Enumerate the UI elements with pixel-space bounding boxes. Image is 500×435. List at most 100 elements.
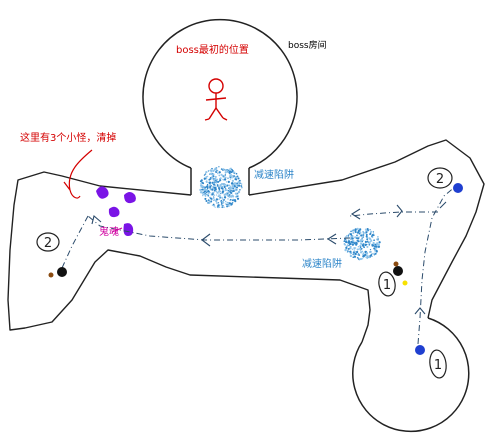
trap-speck — [220, 204, 223, 206]
trap-speck — [369, 240, 372, 243]
trap-speck — [231, 169, 234, 173]
trap-speck — [369, 248, 372, 251]
trap-speck — [213, 183, 215, 186]
monster-icon — [124, 192, 136, 204]
trap-speck — [347, 236, 349, 238]
trap-speck — [228, 169, 230, 172]
trap-speck — [374, 249, 377, 252]
trap-speck — [357, 237, 360, 240]
trap-speck — [360, 234, 363, 237]
trap-speck — [351, 239, 354, 242]
trap-speck — [221, 191, 224, 194]
black-dot-left — [57, 267, 67, 277]
trap-speck — [200, 182, 202, 185]
trap-speck — [235, 178, 238, 181]
trap-speck — [365, 251, 369, 255]
corridor-inner-line — [82, 208, 338, 220]
trap-speck — [358, 254, 361, 256]
trap-speck — [224, 193, 227, 196]
trap-speck — [368, 241, 371, 245]
trap-speck — [349, 245, 352, 248]
trap-speck — [238, 179, 241, 182]
trap-speck — [213, 199, 216, 201]
trap-speck — [211, 188, 214, 191]
trap-speck — [212, 169, 215, 173]
trap-speck — [217, 190, 221, 193]
trap-speck — [347, 240, 351, 243]
trap-speck — [226, 169, 228, 172]
boss-room-outline — [142, 19, 298, 169]
trap-speck — [216, 169, 218, 171]
trap-speck — [358, 236, 360, 238]
trap-speck — [352, 228, 355, 231]
trap-speck — [344, 248, 347, 252]
trap-speck — [357, 240, 360, 243]
trap-speck — [214, 180, 216, 183]
trap-speck — [368, 243, 371, 246]
movement-path — [61, 185, 457, 345]
trap-speck — [228, 202, 231, 205]
trap-speck — [220, 203, 223, 205]
trap-speck — [209, 184, 212, 186]
trap-speck — [364, 244, 367, 247]
trap-speck — [212, 191, 215, 194]
trap-speck — [220, 173, 223, 176]
trap-speck — [225, 181, 228, 183]
trap-speck — [215, 188, 217, 190]
trap-speck — [212, 203, 215, 206]
trap-speck — [229, 199, 231, 202]
trap-speck — [229, 168, 231, 170]
trap-speck — [205, 180, 208, 184]
trap-speck — [219, 197, 221, 199]
trap-speck — [223, 185, 226, 188]
trap-speck — [343, 243, 346, 246]
trap-speck — [237, 192, 239, 194]
trap-speck — [343, 240, 346, 243]
trap-speck — [360, 232, 362, 234]
trap-speck — [210, 169, 213, 173]
trap-speck — [349, 253, 351, 255]
trap-speck — [206, 179, 208, 181]
trap-speck — [354, 253, 357, 256]
trap-speck — [377, 238, 379, 240]
trap-speck — [349, 250, 352, 253]
trap-speck — [240, 183, 243, 185]
trap-speck — [352, 256, 355, 259]
trap-speck — [219, 185, 222, 187]
trap-speck — [233, 175, 236, 177]
trap-speck — [203, 177, 206, 180]
trap-speck — [344, 240, 348, 243]
trap-speck — [226, 184, 229, 187]
trap-speck — [355, 250, 359, 254]
marker-2-left-wait: 2 — [36, 232, 60, 252]
trap-speck — [217, 172, 219, 175]
trap-speck — [229, 187, 232, 189]
trap-speck — [213, 189, 216, 192]
boss-start-label: boss最初的位置 — [176, 45, 249, 56]
trap-speck — [200, 191, 203, 194]
trap-speck — [204, 188, 207, 191]
trap-speck — [355, 244, 358, 246]
trap-speck — [217, 202, 220, 204]
trap-speck — [217, 204, 220, 207]
trap-speck — [360, 246, 362, 248]
trap-speck — [236, 197, 240, 200]
trap-speck — [359, 247, 362, 250]
trap-speck — [366, 256, 369, 260]
trap-speck — [356, 256, 359, 259]
trap-speck — [201, 188, 204, 191]
trap-speck — [199, 188, 202, 192]
trap-speck — [221, 185, 223, 188]
trap-speck — [218, 198, 220, 201]
trap-speck — [352, 253, 354, 256]
trap-speck — [368, 255, 370, 257]
trap-speck — [218, 193, 220, 195]
trap-speck — [350, 235, 353, 238]
marker-1-right-start: 1 — [429, 349, 447, 379]
ghost-pointer — [111, 227, 123, 233]
trap-speck — [369, 251, 371, 253]
boss-room-label: boss房间 — [288, 41, 327, 51]
trap-speck — [371, 255, 373, 258]
trap-speck — [234, 200, 237, 203]
trap-speck — [351, 237, 354, 240]
